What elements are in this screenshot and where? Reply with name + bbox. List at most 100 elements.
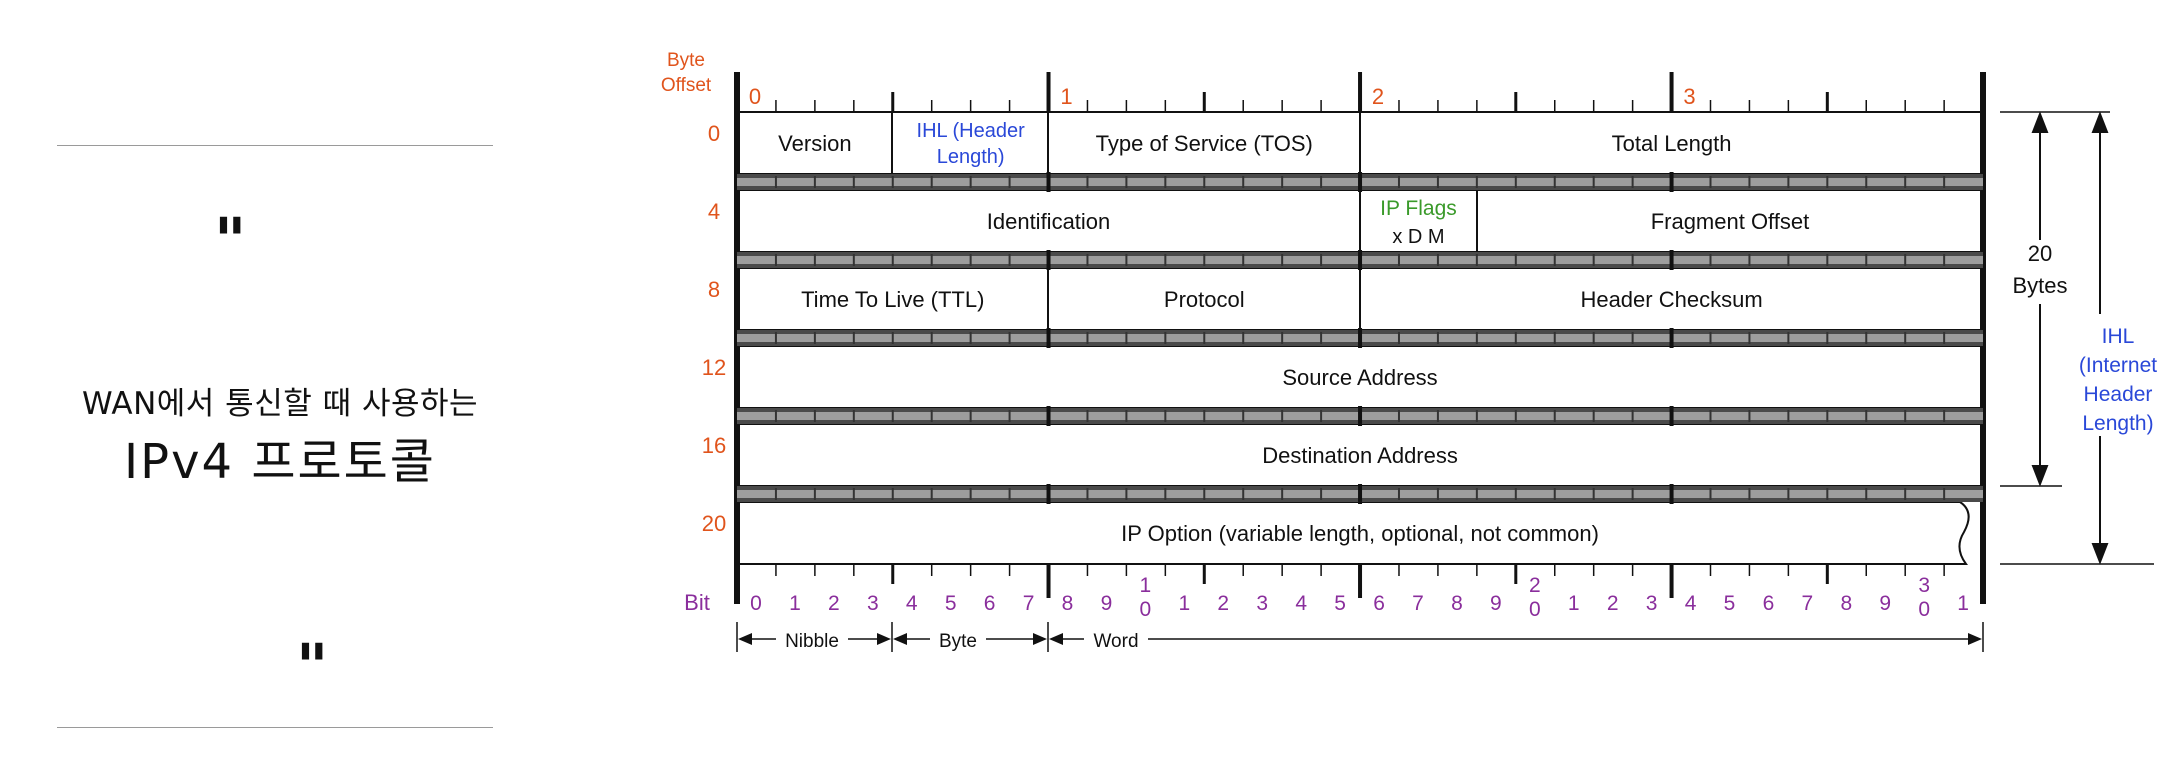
- row-separator-bit-mark-0-30: [1904, 176, 1907, 188]
- row-separator-bit-mark-1-3: [852, 254, 855, 266]
- row-separator-bit-mark-3-7: [1008, 410, 1011, 422]
- field-time-to-live: Time To Live (TTL): [801, 287, 984, 312]
- bit-number-3: 3: [867, 592, 879, 615]
- bit-number-4: 4: [906, 592, 918, 615]
- row-separator-bit-mark-0-3: [852, 176, 855, 188]
- field-destination-address: Destination Address: [1262, 443, 1458, 468]
- row-separator-bit-mark-1-5: [930, 254, 933, 266]
- row-separator-bit-mark-0-5: [930, 176, 933, 188]
- row-separator-bit-mark-3-28: [1826, 410, 1829, 422]
- row-separator-bit-mark-4-17: [1397, 488, 1400, 500]
- twenty-bytes-arrowhead-up: [2031, 111, 2049, 133]
- row-separator-bit-mark-4-26: [1748, 488, 1751, 500]
- row-separator-bit-mark-2-28: [1826, 332, 1829, 344]
- row-separator-bit-mark-0-28: [1826, 176, 1829, 188]
- row-separator-bit-mark-2-7: [1008, 332, 1011, 344]
- row-separator-byte-mark-3-16: [1358, 406, 1363, 426]
- field-ihl-line1: IHL (Header: [917, 120, 1026, 142]
- row-separator-bit-mark-3-30: [1904, 410, 1907, 422]
- open-quote-mark: ": [214, 204, 247, 277]
- scale-word: Word: [1093, 631, 1138, 652]
- top-divider: [57, 145, 493, 146]
- row-separator-byte-mark-0-24: [1669, 172, 1674, 192]
- row-separator-bit-mark-2-10: [1125, 332, 1128, 344]
- row-separator-bit-mark-2-14: [1281, 332, 1284, 344]
- field-ip-flags: IP Flags: [1380, 197, 1457, 220]
- row-separator-bit-mark-1-30: [1904, 254, 1907, 266]
- row-separator-bit-mark-2-31: [1943, 332, 1946, 344]
- row-separator-bit-mark-1-10: [1125, 254, 1128, 266]
- row-separator-bit-mark-3-11: [1164, 410, 1167, 422]
- bit-number-0: 0: [750, 592, 762, 615]
- scale-byte: Byte: [939, 631, 977, 652]
- row-separator-bit-mark-4-21: [1553, 488, 1556, 500]
- row-separator-bit-mark-3-19: [1475, 410, 1478, 422]
- row-separator-bit-mark-0-19: [1475, 176, 1478, 188]
- row-separator-bit-mark-4-1: [774, 488, 777, 500]
- row-offset-8: 8: [708, 277, 720, 302]
- row-separator-bit-mark-2-11: [1164, 332, 1167, 344]
- row-offset-0: 0: [708, 121, 720, 146]
- bit-number-16: 6: [1373, 592, 1385, 615]
- row-separator-bit-mark-1-22: [1592, 254, 1595, 266]
- row-separator-byte-mark-0-16: [1358, 172, 1363, 192]
- bit-number-12: 2: [1217, 592, 1229, 615]
- row-separator-bit-mark-1-4: [891, 254, 894, 266]
- row-separator-bit-mark-4-12: [1203, 488, 1206, 500]
- row-separator-bit-mark-4-2: [813, 488, 816, 500]
- row-separator-bit-mark-2-29: [1865, 332, 1868, 344]
- bit-number-2: 2: [828, 592, 840, 615]
- row-separator-bit-mark-2-25: [1709, 332, 1712, 344]
- bit-number-7: 7: [1023, 592, 1035, 615]
- row-separator-bit-mark-4-18: [1436, 488, 1439, 500]
- row-separator-bit-mark-2-6: [969, 332, 972, 344]
- row-separator-bit-mark-1-6: [969, 254, 972, 266]
- field-source-address: Source Address: [1282, 365, 1437, 390]
- byte-number-3: 3: [1683, 84, 1695, 109]
- row-separator-bit-mark-1-1: [774, 254, 777, 266]
- bit-number-21: 1: [1568, 592, 1580, 615]
- row-separator-bit-mark-2-20: [1514, 332, 1517, 344]
- row-separator-bit-mark-0-20: [1514, 176, 1517, 188]
- row-separator-byte-mark-3-8: [1046, 406, 1051, 426]
- field-flag-bits: x D M: [1392, 226, 1444, 248]
- row-separator-bit-mark-1-31: [1943, 254, 1946, 266]
- row-separator-bit-mark-1-21: [1553, 254, 1556, 266]
- row-separator-byte-mark-1-16: [1358, 250, 1363, 270]
- bit-number-22: 2: [1607, 592, 1619, 615]
- row-separator-bit-mark-3-21: [1553, 410, 1556, 422]
- row-separator-bit-mark-3-12: [1203, 410, 1206, 422]
- row-separator-bit-mark-4-7: [1008, 488, 1011, 500]
- row-separator-bit-mark-3-29: [1865, 410, 1868, 422]
- row-separator-bit-mark-1-25: [1709, 254, 1712, 266]
- row-separator-bit-mark-0-18: [1436, 176, 1439, 188]
- row-separator-bit-mark-0-14: [1281, 176, 1284, 188]
- row-separator-bit-mark-0-2: [813, 176, 816, 188]
- row-separator-bit-mark-0-11: [1164, 176, 1167, 188]
- row-separator-byte-mark-4-8: [1046, 484, 1051, 504]
- row-separator-bit-mark-0-15: [1320, 176, 1323, 188]
- row-separator-bit-mark-0-10: [1125, 176, 1128, 188]
- field-ip-option: IP Option (variable length, optional, no…: [1121, 521, 1599, 546]
- bit-number-27: 7: [1802, 592, 1814, 615]
- row-separator-bit-mark-2-30: [1904, 332, 1907, 344]
- row-separator-bit-mark-1-13: [1242, 254, 1245, 266]
- row-separator-bit-mark-2-12: [1203, 332, 1206, 344]
- row-separator-bit-mark-0-4: [891, 176, 894, 188]
- row-separator-bit-mark-2-4: [891, 332, 894, 344]
- row-separator-bit-mark-4-23: [1631, 488, 1634, 500]
- bit-number-29: 9: [1879, 592, 1891, 615]
- ihl-side-label-2: Header: [2084, 383, 2153, 406]
- row-separator-bit-mark-0-12: [1203, 176, 1206, 188]
- row-separator-bit-mark-4-6: [969, 488, 972, 500]
- row-separator-bit-mark-0-9: [1086, 176, 1089, 188]
- row-separator-bit-mark-4-13: [1242, 488, 1245, 500]
- row-separator-bit-mark-3-1: [774, 410, 777, 422]
- field-version: Version: [778, 131, 851, 156]
- row-separator-bit-mark-4-30: [1904, 488, 1907, 500]
- row-separator-bit-mark-0-29: [1865, 176, 1868, 188]
- row-separator-bit-mark-1-14: [1281, 254, 1284, 266]
- row-separator-bit-mark-4-3: [852, 488, 855, 500]
